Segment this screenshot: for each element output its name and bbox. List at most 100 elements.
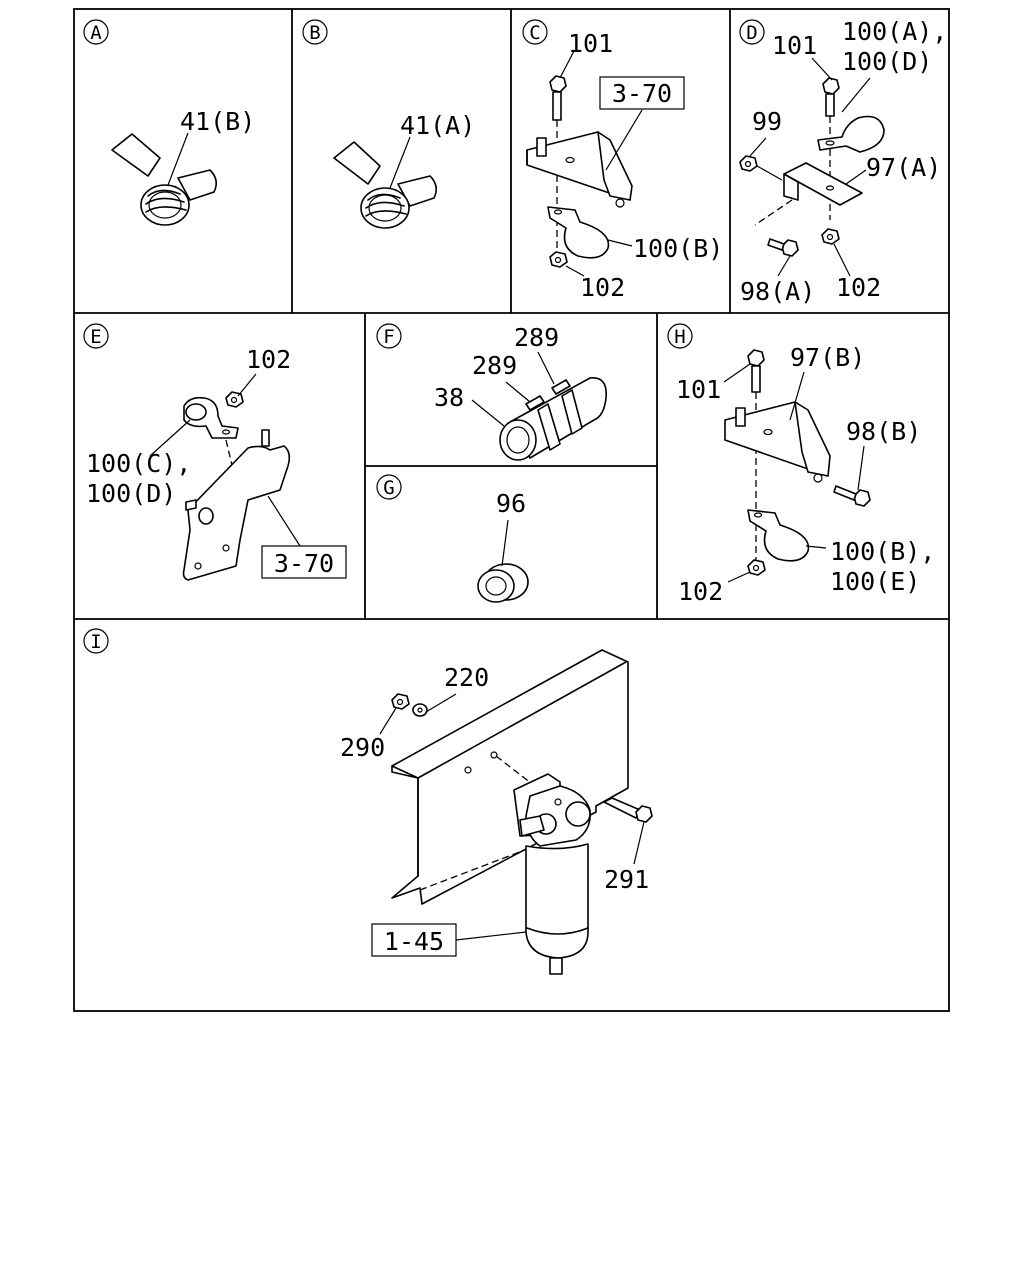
label-101-d: 101 — [772, 31, 817, 60]
ref-box-3-70-c — [599, 76, 685, 110]
bracket-97b — [724, 401, 831, 483]
nut-102-c — [549, 251, 568, 268]
bolt-98a — [767, 238, 799, 257]
leader-289-mid — [505, 381, 531, 403]
leader-101-h — [723, 363, 751, 383]
clip-100c — [183, 396, 239, 439]
bolt-98b — [833, 485, 871, 507]
hose-38 — [499, 377, 607, 461]
panel-g: G 96 — [376, 474, 529, 603]
label-99: 99 — [752, 107, 782, 136]
label-100b-h: 100(B), — [830, 537, 935, 566]
leader-98a — [777, 255, 791, 277]
bracket-3-70 — [526, 131, 633, 208]
panel-d-badge — [739, 19, 765, 45]
diagram-frame — [73, 8, 950, 1012]
label-41a: 41(A) — [400, 111, 475, 140]
label-289-mid: 289 — [472, 351, 517, 380]
leader-96 — [501, 519, 509, 567]
panel-a-badge — [83, 19, 109, 45]
grommet-96 — [477, 563, 529, 603]
label-100d-d: 100(D) — [842, 47, 932, 76]
label-290: 290 — [340, 733, 385, 762]
nut-102-e — [225, 391, 244, 408]
leader-100b-h — [805, 545, 827, 549]
leader-41b — [167, 132, 189, 186]
leader-102-c — [565, 265, 585, 277]
leader-100a — [841, 77, 871, 113]
panel-f-badge — [376, 323, 402, 349]
clip-100b — [547, 206, 610, 259]
leader-289-top — [537, 351, 555, 385]
bolt-101-d — [822, 77, 840, 117]
label-97b: 97(B) — [790, 343, 865, 372]
leader-290 — [379, 707, 397, 735]
clip-100b-h — [747, 509, 810, 562]
label-96: 96 — [496, 489, 526, 518]
label-102-e: 102 — [246, 345, 291, 374]
panel-h-badge — [667, 323, 693, 349]
bolt-101-h — [747, 349, 765, 393]
label-38: 38 — [434, 383, 464, 412]
panel-h: H 101 97(B) 98(B) 100(B — [667, 323, 935, 606]
panel-c-badge — [522, 19, 548, 45]
ref-3-70-c: 3-70 — [612, 79, 672, 108]
nut-99 — [739, 155, 758, 172]
panel-i-badge — [83, 628, 109, 654]
label-98a: 98(A) — [740, 277, 815, 306]
leader-97a — [845, 169, 867, 185]
panel-d-letter: D — [746, 22, 757, 44]
label-41b: 41(B) — [180, 107, 255, 136]
leader-3-70-e — [267, 495, 301, 547]
stud-line-99 — [756, 165, 783, 181]
bracket-97a — [783, 162, 863, 206]
leader-101-d — [811, 57, 833, 81]
leader-220 — [425, 693, 457, 713]
leader-101-c — [559, 50, 575, 79]
leader-100c — [149, 419, 191, 457]
panel-e-badge — [83, 323, 109, 349]
panel-i-letter: I — [90, 631, 101, 653]
panel-h-letter: H — [674, 326, 685, 348]
hose-clamp-41a — [333, 141, 438, 229]
panel-g-badge — [376, 474, 402, 500]
panel-a-letter: A — [90, 22, 102, 44]
nut-290 — [391, 693, 410, 710]
panel-e: E 102 100(C), 100(D) 3-70 — [83, 323, 347, 581]
nut-102-d — [821, 228, 840, 245]
bolt-101 — [549, 75, 567, 121]
leader-99 — [749, 137, 767, 157]
panel-g-letter: G — [383, 477, 394, 499]
label-100e: 100(E) — [830, 567, 920, 596]
label-100d-e: 100(D) — [86, 479, 176, 508]
leader-98b — [857, 445, 865, 491]
ref-box-3-70-e — [261, 545, 347, 579]
panel-b: B 41(A) — [302, 19, 475, 229]
leader-38 — [471, 399, 505, 427]
panel-i: I — [83, 628, 653, 975]
bolt-291 — [603, 797, 653, 823]
clip-100a — [817, 115, 885, 153]
label-97a: 97(A) — [866, 153, 941, 182]
label-102-d: 102 — [836, 273, 881, 302]
panel-f: F 289 289 38 — [376, 323, 607, 461]
leader-102-e — [237, 373, 257, 397]
leader-102-h — [727, 571, 751, 583]
label-289-top: 289 — [514, 323, 559, 352]
panel-d: D 101 100(A), 100 — [739, 17, 947, 306]
label-291: 291 — [604, 865, 649, 894]
leader-102-d — [833, 243, 851, 277]
leader-1-45 — [455, 931, 527, 941]
label-101-h: 101 — [676, 375, 721, 404]
panel-b-badge — [302, 19, 328, 45]
panel-b-letter: B — [309, 22, 320, 44]
ref-1-45: 1-45 — [384, 927, 444, 956]
panel-c: C 101 3-70 100(B) 102 — [522, 19, 723, 302]
leader-100b-c — [607, 239, 633, 247]
label-100b-c: 100(B) — [633, 234, 723, 263]
leader-3-70-c — [605, 109, 643, 171]
label-220: 220 — [444, 663, 489, 692]
leader-97b — [789, 371, 805, 421]
panel-e-letter: E — [90, 326, 101, 348]
